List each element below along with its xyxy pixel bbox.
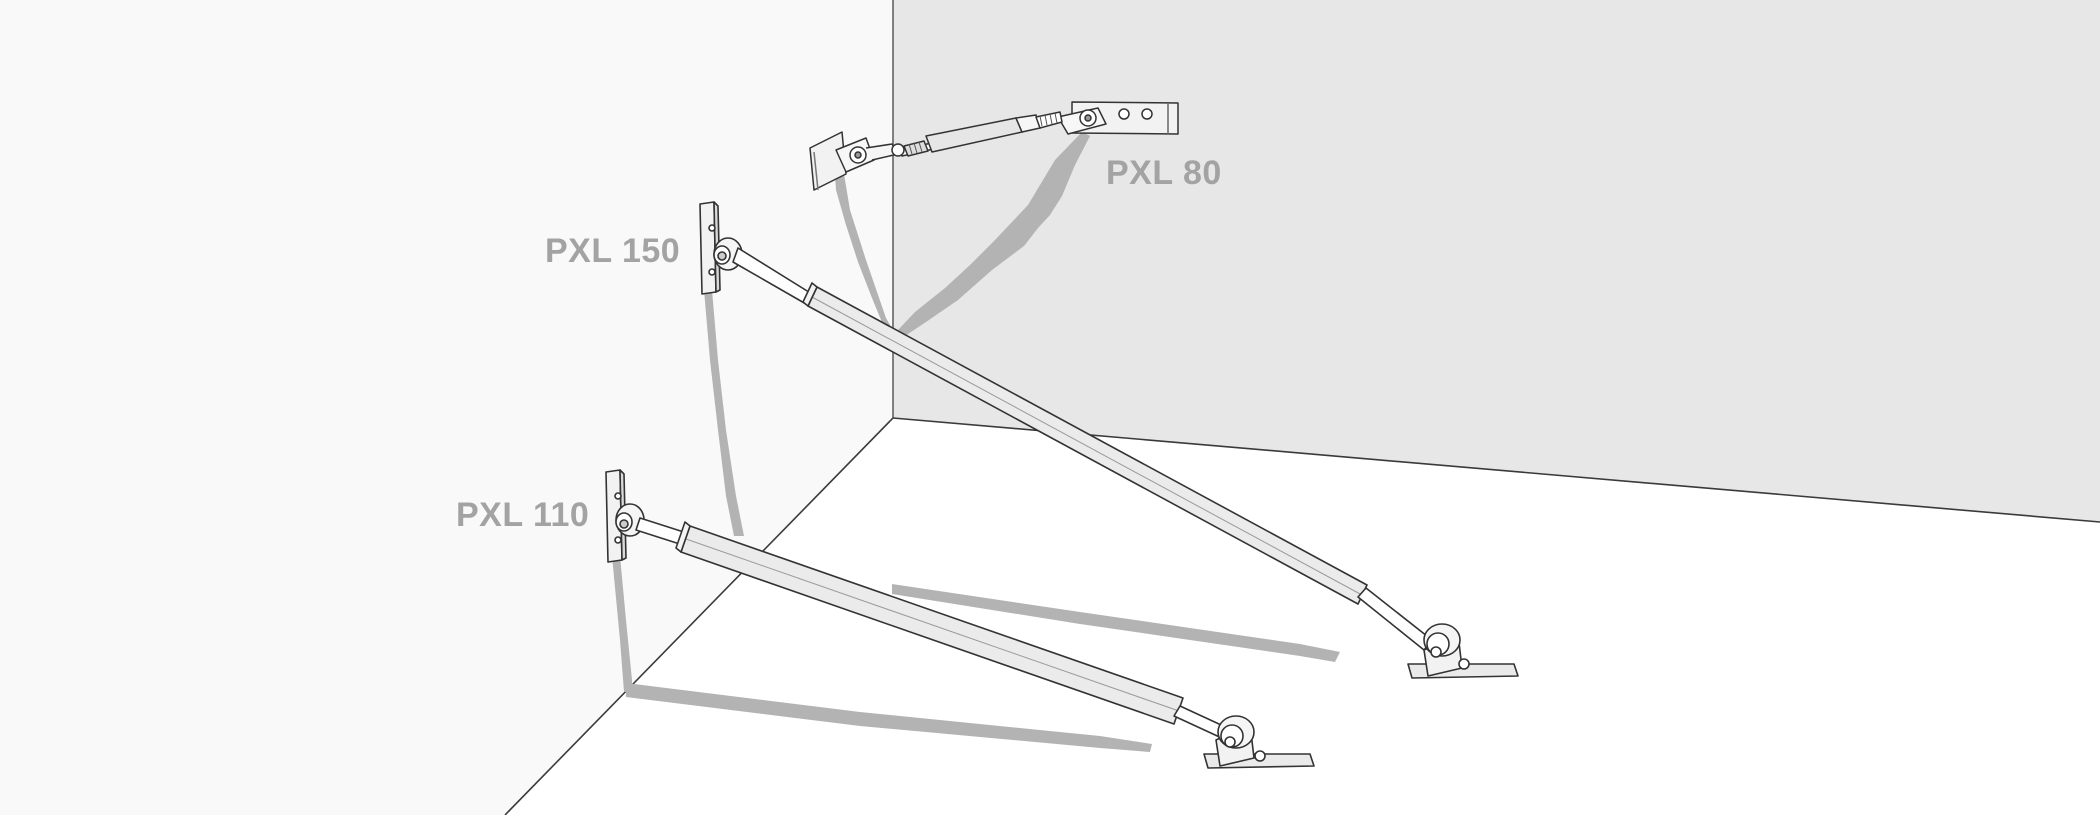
pxl80-front-bracket-plate (809, 131, 847, 191)
pxl110-shadow-wall (612, 556, 632, 692)
floor-back-edge (892, 417, 2100, 523)
pxl80-shadow-back (898, 132, 1090, 336)
pxl80-nut-icon (891, 143, 905, 157)
pxl150-brace (699, 201, 1519, 679)
pxl110-nut-icon (1254, 750, 1266, 762)
pxl150-bolt-icon (708, 268, 716, 276)
label-pxl110: PXL 110 (456, 496, 590, 534)
floor (505, 418, 2100, 815)
back-wall (893, 0, 2100, 522)
pxl150-bolt-icon (708, 224, 716, 232)
pxl110-bolt-icon (614, 492, 622, 500)
pxl150-shadow-floor (892, 584, 1340, 662)
pxl80-bolt-icon (1141, 108, 1153, 120)
pxl150-shadow-wall (704, 290, 744, 536)
left-wall (0, 0, 893, 815)
pxl150-nut-icon (1458, 658, 1470, 670)
pxl110-brace (605, 469, 1315, 769)
floor-left-edge (504, 417, 894, 815)
shadows (612, 132, 1340, 752)
pxl80-bolt-icon (1118, 108, 1130, 120)
pxl80-shadow-left (834, 162, 893, 332)
pxl110-bolt-icon (614, 536, 622, 544)
label-pxl80: PXL 80 (1106, 154, 1222, 192)
label-pxl150: PXL 150 (545, 232, 681, 270)
pxl110-shadow-floor (626, 683, 1152, 752)
pxl80-brace (809, 101, 1179, 191)
